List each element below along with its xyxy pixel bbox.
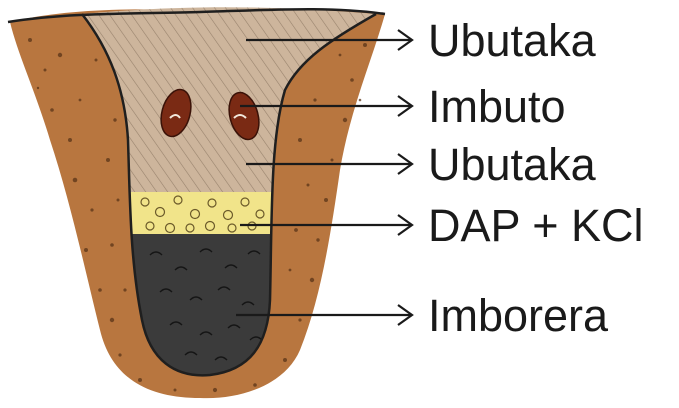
- label-fertilizer: DAP + KCl: [428, 200, 644, 251]
- label-ubutaka-top: Ubutaka: [428, 15, 597, 66]
- label-imborera: Imborera: [428, 290, 609, 341]
- label-ubutaka-middle: Ubutaka: [428, 139, 597, 190]
- label-imbuto: Imbuto: [428, 81, 566, 132]
